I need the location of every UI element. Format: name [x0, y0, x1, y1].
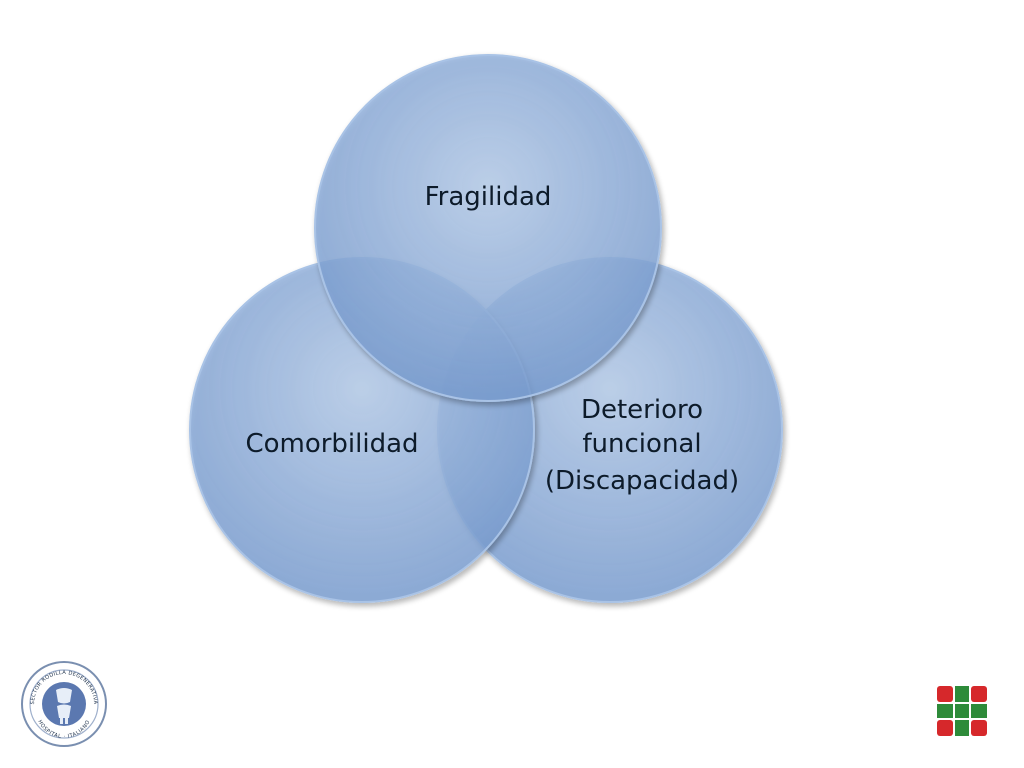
label-fragilidad: Fragilidad	[425, 182, 552, 212]
circle-fragilidad	[314, 54, 662, 402]
label-comorbilidad: Comorbilidad	[245, 429, 418, 459]
label-deterioro-line2: funcional	[582, 429, 701, 459]
sector-rodilla-seal-logo: SECTOR RODILLA DEGENERATIVA HOSPITAL · I…	[21, 661, 107, 747]
label-deterioro-line3: (Discapacidad)	[545, 466, 739, 496]
hospital-italiano-cross-icon	[937, 686, 987, 736]
label-deterioro-line1: Deterioro	[581, 395, 703, 425]
